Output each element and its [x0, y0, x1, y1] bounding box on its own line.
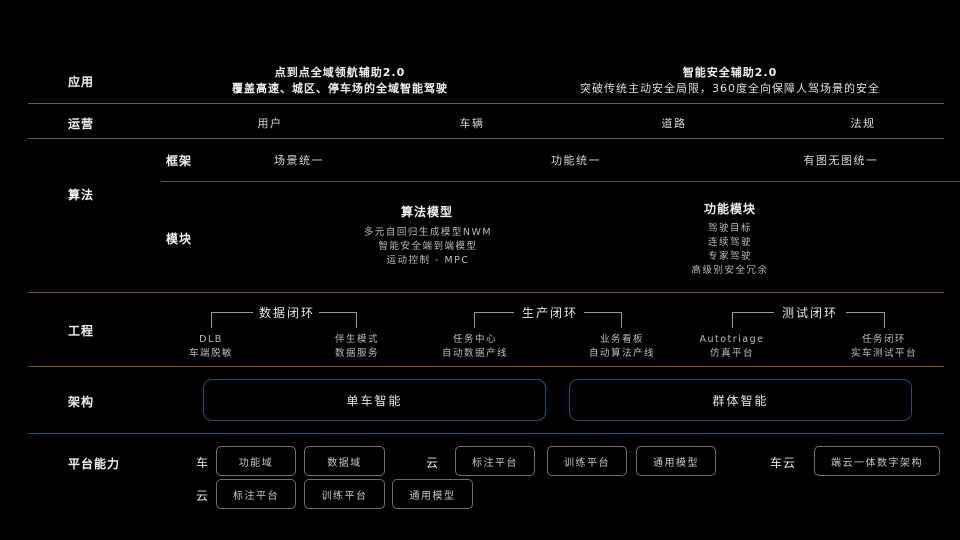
- platform-box: 标注平台: [455, 446, 535, 476]
- framework-item-function: 功能统一: [551, 154, 601, 167]
- app-left-subtitle: 覆盖高速、城区、停车场的全域智能驾驶: [232, 82, 448, 95]
- platform-box: 训练平台: [547, 446, 627, 476]
- platform-box: 通用模型: [392, 479, 473, 509]
- loop-item: 数据服务: [334, 348, 380, 359]
- row-label-engineering: 工程: [68, 324, 95, 338]
- platform-box: 功能域: [216, 446, 296, 476]
- operation-item-vehicle: 车辆: [459, 117, 485, 130]
- loop-item: 任务闭环: [861, 334, 907, 345]
- operation-item-road: 道路: [661, 117, 687, 130]
- function-module-title: 功能模块: [703, 202, 757, 216]
- row-label-operation: 运营: [68, 117, 95, 131]
- platform-cloud-label: 云: [196, 489, 210, 503]
- row-label-application: 应用: [68, 75, 95, 89]
- loop-item: 任务中心: [452, 334, 498, 345]
- divider: [28, 138, 944, 139]
- algo-model-line: 多元自回归生成模型NWM: [363, 227, 493, 238]
- bracket-right: [584, 312, 622, 328]
- algo-model-line: 智能安全端到端模型: [378, 241, 478, 252]
- platform-box: 训练平台: [304, 479, 385, 509]
- framework-item-map: 有图无图统一: [803, 154, 879, 167]
- algo-model-line: 运动控制 - MPC: [386, 255, 470, 266]
- platform-cloud-label: 云: [426, 456, 440, 470]
- bracket-left: [211, 312, 253, 328]
- arch-single-vehicle: 单车智能: [203, 379, 546, 421]
- function-module-line: 专家驾驶: [707, 251, 753, 262]
- platform-box: 通用模型: [636, 446, 716, 476]
- bracket-right: [846, 312, 885, 328]
- row-label-algorithm: 算法: [68, 188, 95, 202]
- operation-item-regulation: 法规: [850, 117, 876, 130]
- divider: [28, 292, 944, 293]
- framework-label: 框架: [166, 154, 193, 168]
- loop-item: 伴生模式: [334, 334, 380, 345]
- platform-box: 数据域: [304, 446, 385, 476]
- function-module-line: 高级别安全冗余: [691, 265, 769, 276]
- algo-model-title: 算法模型: [400, 205, 454, 219]
- arch-swarm: 群体智能: [569, 379, 912, 421]
- platform-carcloud-label: 车云: [770, 456, 797, 470]
- loop-item: 车端脱敏: [188, 348, 234, 359]
- bracket-left: [474, 312, 514, 328]
- loop-item: 实车测试平台: [850, 348, 918, 359]
- app-left-title: 点到点全域领航辅助2.0: [274, 66, 406, 79]
- divider-framework: [161, 181, 960, 182]
- row-label-architecture: 架构: [68, 395, 95, 409]
- app-right-title: 智能安全辅助2.0: [682, 66, 778, 79]
- loop-item: 业务看板: [599, 334, 645, 345]
- bracket-left: [732, 312, 774, 328]
- divider: [28, 103, 944, 104]
- module-label: 模块: [166, 232, 193, 246]
- operation-item-user: 用户: [257, 117, 283, 130]
- divider: [28, 433, 944, 434]
- loop-item: DLB: [199, 334, 223, 345]
- row-label-platform: 平台能力: [68, 457, 121, 471]
- platform-box: 标注平台: [216, 479, 296, 509]
- divider: [28, 366, 944, 367]
- bracket-right: [319, 312, 357, 328]
- loop-item: Autotriage: [699, 334, 765, 345]
- loop-item: 自动数据产线: [441, 348, 509, 359]
- platform-car-label: 车: [196, 456, 210, 470]
- loop-title-data: 数据闭环: [258, 306, 316, 320]
- loop-item: 仿真平台: [709, 348, 755, 359]
- platform-box: 端云一体数字架构: [814, 446, 940, 476]
- loop-title-production: 生产闭环: [521, 306, 579, 320]
- loop-title-test: 测试闭环: [781, 306, 839, 320]
- framework-item-scene: 场景统一: [274, 154, 324, 167]
- function-module-line: 连续驾驶: [707, 237, 753, 248]
- app-right-subtitle: 突破传统主动安全局限，360度全向保障人驾场景的安全: [580, 82, 880, 95]
- loop-item: 自动算法产线: [588, 348, 656, 359]
- function-module-line: 驾驶目标: [707, 223, 753, 234]
